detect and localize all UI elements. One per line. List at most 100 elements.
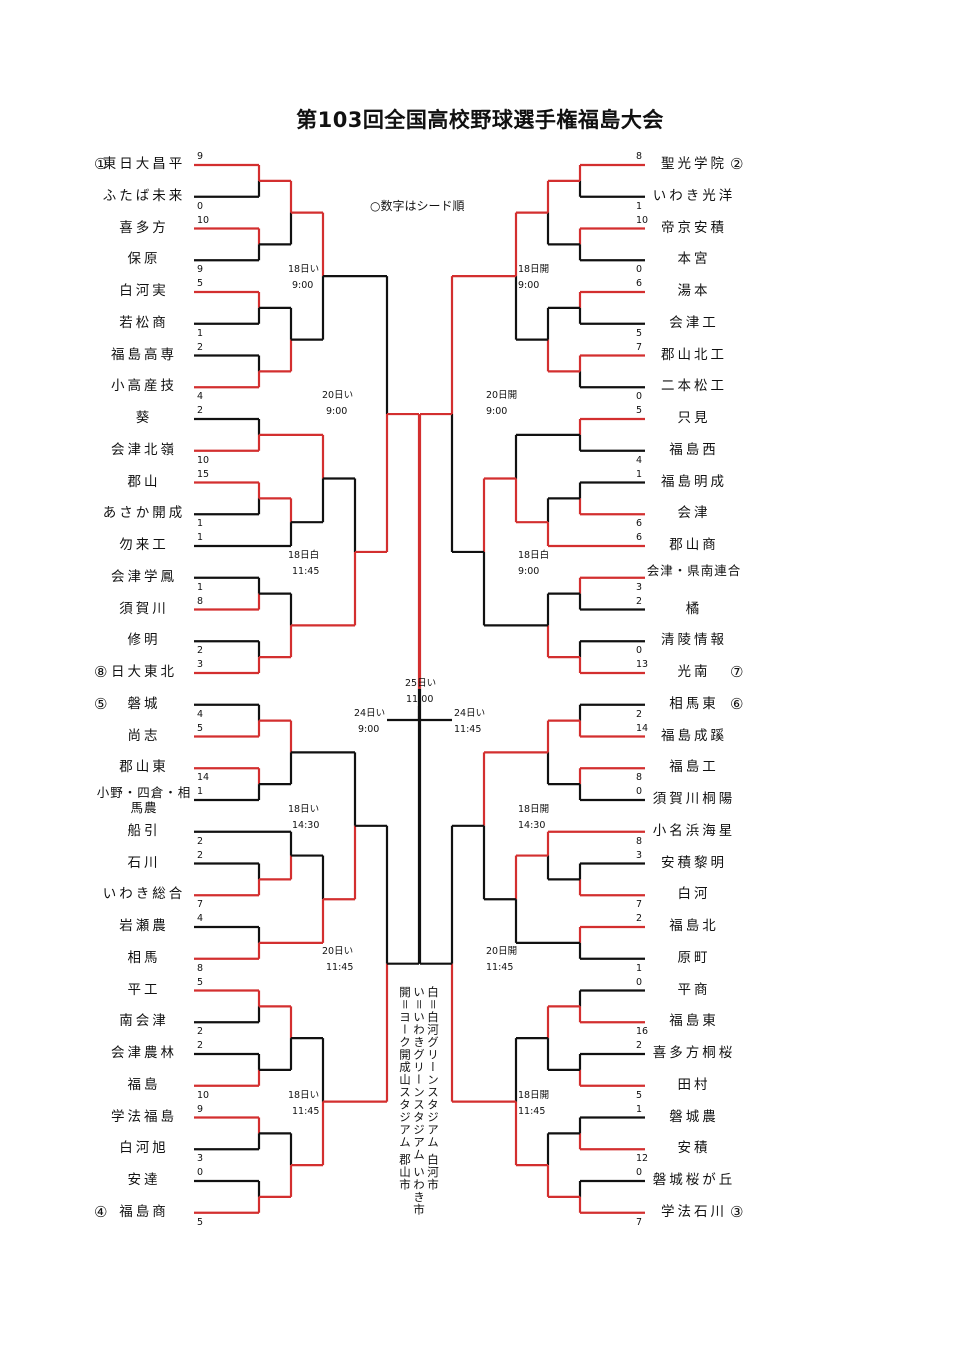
team-name: ふたば未来	[102, 187, 186, 204]
team-name: 郡山東	[119, 759, 169, 776]
schedule-day: 18日い	[288, 1090, 320, 1101]
team-name: 石川	[127, 854, 161, 871]
team-score: 1	[636, 200, 643, 212]
seed-note: ○数字はシード順	[370, 199, 465, 213]
team-name: 尚志	[127, 727, 161, 744]
team-score: 8	[636, 772, 643, 784]
team-name: 福島工	[669, 759, 719, 776]
team-score: 5	[636, 327, 643, 339]
team-score: 1	[197, 327, 204, 339]
team-name: 福島	[127, 1076, 161, 1093]
team-score: 8	[636, 835, 643, 847]
team-score: 7	[197, 899, 204, 911]
team-name: 橘	[685, 600, 703, 617]
team-score: 1	[636, 1103, 643, 1115]
team-name: 相馬	[127, 949, 161, 966]
team-name: 福島成蹊	[661, 727, 727, 744]
team-name: 安積黎明	[661, 854, 727, 871]
team-score: 0	[197, 1167, 204, 1178]
team-score: 6	[636, 532, 643, 543]
schedule-time: 9:00	[292, 280, 314, 291]
team-name: あさか開成	[102, 505, 186, 522]
schedule-time: 9:00	[326, 406, 348, 417]
team-score: 3	[636, 581, 643, 593]
seed-badge: ⑧	[94, 663, 108, 681]
team-name: 湯本	[677, 283, 711, 299]
seed-badge: ③	[730, 1202, 744, 1221]
team-score: 3	[636, 849, 643, 861]
schedule-day: 18日白	[288, 550, 320, 561]
team-name: 喜多方桐桜	[652, 1045, 736, 1061]
team-score: 0	[636, 1167, 643, 1178]
team-score: 12	[636, 1153, 649, 1165]
seed-badge: ⑤	[94, 694, 108, 713]
team-name: 会津工	[669, 314, 719, 331]
team-name: 二本松工	[661, 378, 727, 395]
team-name: 原町	[677, 949, 711, 966]
team-name: いわき総合	[102, 886, 186, 903]
team-score: 3	[197, 1153, 204, 1165]
team-name: 小高産技	[111, 378, 177, 395]
team-score: 10	[197, 1089, 210, 1101]
schedule-day: 24日い	[354, 708, 386, 719]
team-name: 若松商	[119, 314, 169, 331]
schedule-time: 14:30	[292, 820, 320, 831]
team-score: 7	[636, 1216, 643, 1228]
team-name: 会津北嶺	[111, 441, 177, 458]
team-score: 0	[636, 264, 643, 276]
team-score: 0	[636, 786, 643, 797]
legend-venue-kaisei: 開＝ヨーク開成山スタジアム 郡山市	[398, 986, 412, 1191]
schedule-day: 18日白	[518, 550, 550, 561]
team-score: 4	[636, 454, 643, 466]
team-score: 2	[636, 913, 643, 924]
team-score: 3	[197, 659, 204, 670]
team-score: 8	[197, 962, 204, 974]
team-name: 郡山北工	[661, 346, 727, 363]
team-score: 1	[197, 581, 204, 593]
team-score: 5	[197, 976, 204, 988]
team-score: 0	[636, 645, 643, 657]
team-name: 清陵情報	[661, 632, 727, 649]
team-score: 1	[197, 786, 204, 797]
team-score: 14	[636, 722, 649, 734]
schedule-time: 9:00	[518, 280, 540, 291]
team-name: 安積	[677, 1140, 711, 1157]
team-score: 2	[197, 1040, 204, 1051]
team-score: 14	[197, 772, 210, 784]
final-day: 25日い	[405, 678, 437, 689]
team-name: 帝京安積	[661, 219, 727, 236]
schedule-time: 14:30	[518, 820, 546, 831]
team-score: 2	[197, 835, 204, 847]
team-name: 田村	[677, 1076, 711, 1093]
team-score: 15	[197, 468, 210, 480]
schedule-time: 9:00	[518, 566, 540, 577]
legend-venue-iwaki: い＝いわきグリーンスタジアム いわき市	[412, 986, 426, 1216]
team-name: 福島明成	[661, 473, 727, 490]
legend-venue-shirakawa: 白＝白河グリーンスタジアム 白河市	[426, 986, 440, 1191]
team-name: 葵	[135, 410, 153, 426]
schedule-day: 20日開	[486, 390, 518, 401]
team-score: 2	[197, 1026, 204, 1038]
team-score: 2	[197, 405, 204, 416]
schedule-day: 24日い	[454, 708, 486, 719]
team-name: 学法石川	[661, 1203, 727, 1220]
team-score: 2	[197, 341, 204, 353]
team-score: 9	[197, 151, 204, 162]
team-name: 修明	[127, 632, 161, 649]
final-time: 11:00	[406, 694, 434, 705]
schedule-day: 18日開	[518, 264, 550, 275]
schedule-day: 18日い	[288, 804, 320, 815]
team-name: 日大東北	[111, 664, 177, 680]
team-name: 保原	[127, 251, 161, 268]
team-name: 会津学鳳	[111, 568, 177, 585]
team-name: 平商	[677, 981, 711, 998]
team-name: 郡山	[127, 473, 161, 490]
schedule-time: 11:45	[454, 724, 482, 735]
team-name: 福島商	[119, 1203, 169, 1220]
team-name: 光南	[677, 664, 711, 680]
team-score: 10	[197, 454, 210, 466]
team-name: 会津・県南連合	[646, 562, 742, 578]
schedule-day: 18日開	[518, 804, 550, 815]
team-name: いわき光洋	[652, 187, 736, 204]
